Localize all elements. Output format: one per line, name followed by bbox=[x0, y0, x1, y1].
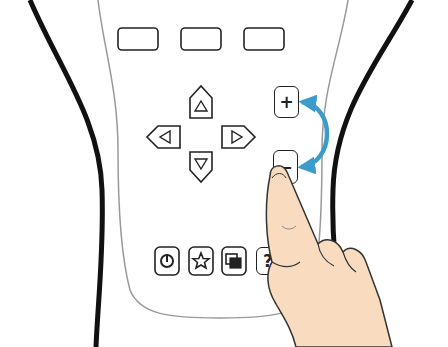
finger-fold bbox=[318, 244, 334, 266]
window-glyph bbox=[230, 258, 241, 268]
direction-pad bbox=[147, 86, 255, 182]
key-label: − bbox=[278, 159, 292, 176]
down-glyph bbox=[195, 159, 207, 169]
up-key bbox=[190, 86, 212, 118]
right-glyph bbox=[232, 131, 242, 143]
down-key bbox=[190, 152, 212, 182]
knuckle-line bbox=[282, 226, 296, 229]
finger-fold bbox=[343, 252, 356, 272]
key-label: ? bbox=[263, 253, 273, 270]
device-edge-left bbox=[30, 0, 102, 347]
left-key bbox=[147, 126, 180, 148]
window-key bbox=[222, 247, 246, 275]
left-glyph bbox=[160, 131, 170, 143]
favorite-key bbox=[189, 247, 213, 275]
key-label: + bbox=[279, 94, 293, 111]
device-edge-right bbox=[333, 0, 412, 347]
star-glyph bbox=[193, 253, 209, 268]
keypad-panel bbox=[98, 0, 348, 318]
up-glyph bbox=[195, 101, 207, 111]
power-glyph bbox=[161, 255, 173, 267]
key-button: − bbox=[273, 150, 298, 184]
soft-key bbox=[244, 28, 284, 50]
fingernail bbox=[272, 174, 286, 179]
arrow-glyphs bbox=[160, 101, 242, 169]
power-key bbox=[155, 247, 179, 275]
soft-key bbox=[118, 28, 158, 50]
key-button: + bbox=[274, 86, 299, 118]
hand-shape bbox=[266, 166, 392, 347]
thumb-fold bbox=[272, 262, 300, 267]
right-key bbox=[222, 126, 255, 148]
cycle-arrow bbox=[301, 102, 327, 167]
soft-key bbox=[181, 28, 221, 50]
key-button: ? bbox=[256, 247, 280, 275]
power-glyph bbox=[166, 254, 168, 262]
